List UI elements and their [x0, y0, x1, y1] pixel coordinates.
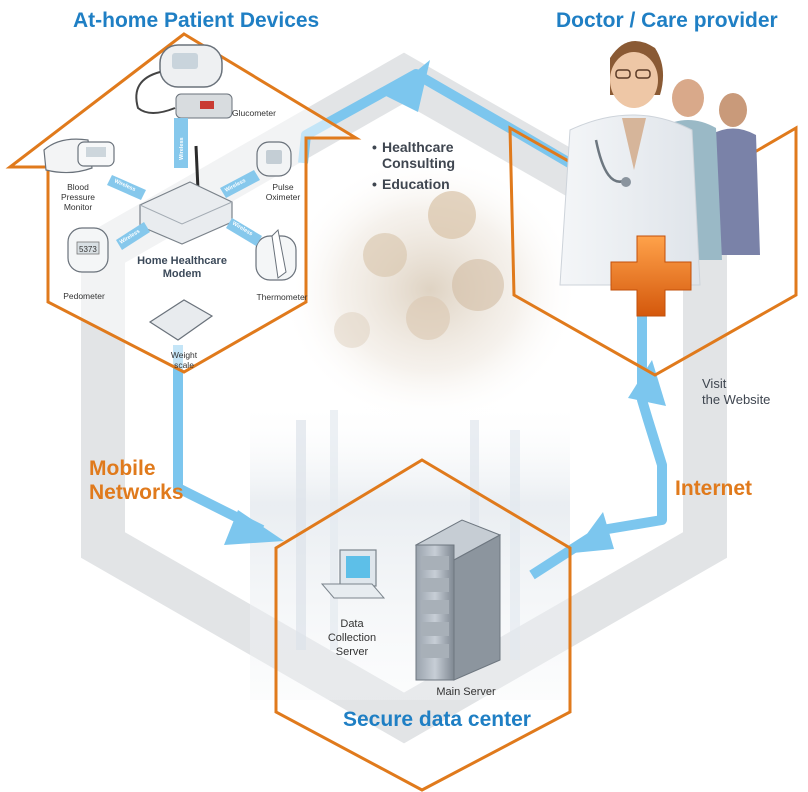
data-center-hexagon	[274, 458, 572, 792]
wireless-label-1: Wireless	[179, 137, 185, 160]
pulse-oximeter-label-1: Pulse	[272, 182, 294, 192]
wireless-connection-strips	[107, 118, 262, 250]
weight-scale-icon	[148, 299, 214, 341]
modem-label-2: Modem	[163, 268, 202, 280]
glucometer-icon	[135, 44, 233, 119]
blood-pressure-label-1: Blood	[67, 182, 89, 192]
glucometer-label: Glucometer	[232, 108, 276, 118]
svg-text:5373: 5373	[79, 245, 97, 254]
internet-label: Internet	[675, 477, 752, 500]
pulse-oximeter-icon	[256, 141, 292, 177]
family-photo	[280, 155, 580, 425]
doctors-illustration	[559, 40, 760, 286]
device-icons: 5373	[43, 44, 297, 341]
mobile-networks-label-1: Mobile	[89, 457, 156, 480]
visit-label-2: the Website	[702, 392, 770, 407]
thermometer-icon	[255, 228, 297, 281]
blood-pressure-label-2: Pressure	[61, 192, 95, 202]
mobile-networks-label-2: Networks	[89, 481, 184, 504]
doctor-title: Doctor / Care provider	[556, 9, 778, 32]
main-server-label: Main Server	[436, 686, 496, 698]
pedometer-icon: 5373	[67, 227, 109, 273]
blood-pressure-monitor-icon	[43, 138, 115, 174]
data-collection-label-1: Data	[340, 618, 364, 630]
service-consulting: Consulting	[382, 155, 455, 171]
weight-scale-label-1: Weight	[171, 350, 198, 360]
data-collection-label-2: Collection	[328, 632, 376, 644]
pulse-oximeter-label-2: Oximeter	[266, 192, 301, 202]
arrow-heads	[224, 60, 666, 553]
patient-devices-title: At-home Patient Devices	[73, 9, 319, 32]
modem-label-1: Home Healthcare	[137, 255, 227, 267]
visit-label-1: Visit	[702, 376, 727, 391]
bullet-dot-2: •	[372, 176, 377, 192]
thermometer-label: Thermometer	[256, 292, 307, 302]
weight-scale-label-2: scale	[174, 360, 194, 370]
data-collection-server-icon	[320, 549, 386, 599]
blood-pressure-label-3: Monitor	[64, 202, 93, 212]
main-server-icon	[414, 519, 502, 681]
service-healthcare: Healthcare	[382, 139, 454, 155]
data-collection-label-3: Server	[336, 646, 369, 658]
bullet-dot-1: •	[372, 139, 377, 155]
pedometer-label: Pedometer	[63, 291, 105, 301]
medical-cross-icon	[610, 235, 692, 317]
data-center-photo	[250, 400, 570, 700]
data-center-title: Secure data center	[343, 708, 531, 731]
service-education: Education	[382, 176, 450, 192]
